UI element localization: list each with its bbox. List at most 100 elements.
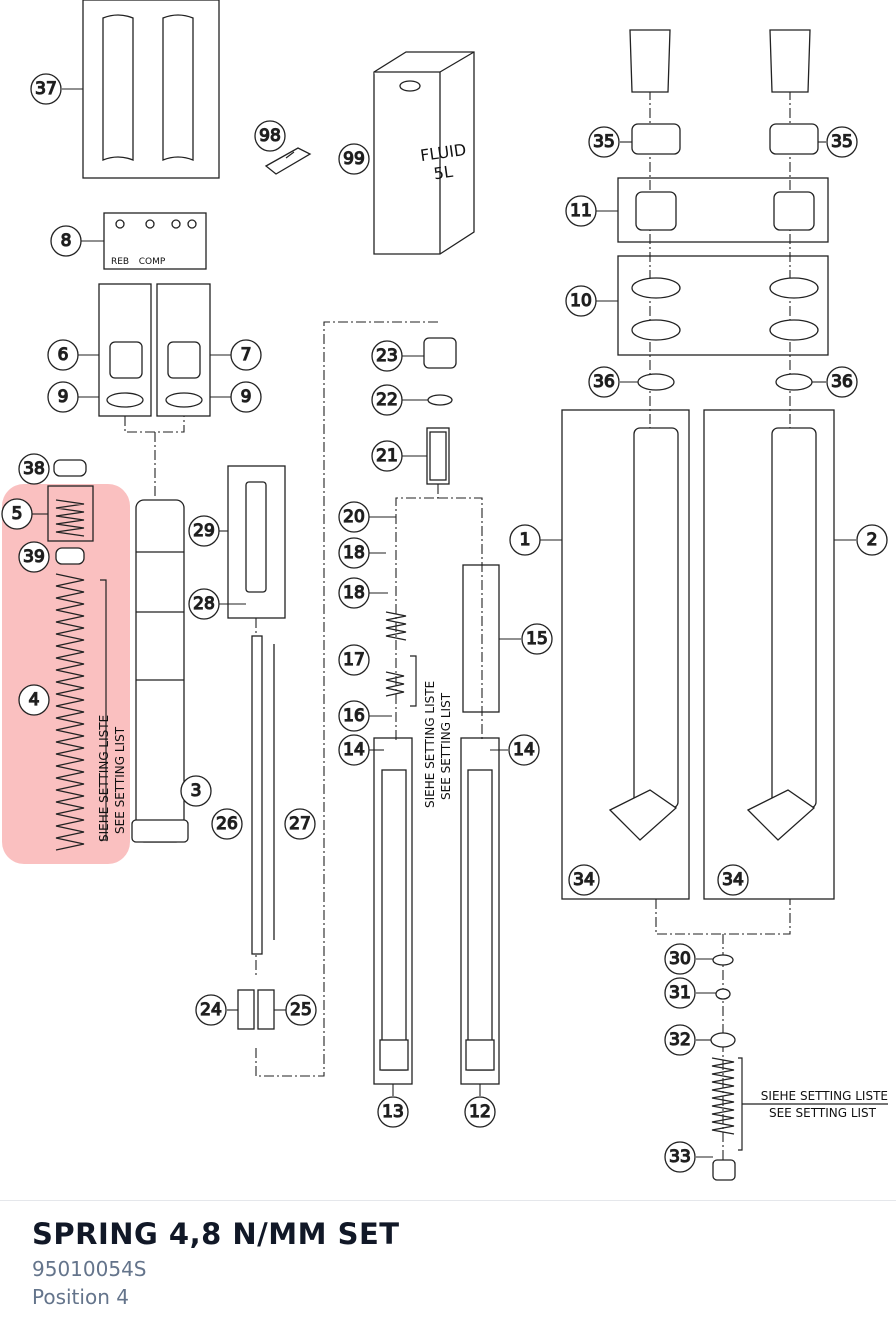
svg-text:35: 35 bbox=[831, 132, 853, 152]
svg-text:3: 3 bbox=[191, 781, 202, 801]
svg-text:11: 11 bbox=[570, 201, 592, 221]
svg-text:34: 34 bbox=[573, 870, 595, 890]
setting-list-de-left: SIEHE SETTING LISTE bbox=[97, 715, 111, 842]
svg-text:31: 31 bbox=[669, 983, 691, 1003]
callout-18-upper[interactable]: 18 bbox=[338, 537, 370, 569]
callout-28[interactable]: 28 bbox=[188, 588, 220, 620]
svg-text:18: 18 bbox=[343, 583, 365, 603]
callout-24[interactable]: 24 bbox=[195, 994, 227, 1026]
callout-37[interactable]: 37 bbox=[30, 73, 62, 105]
svg-text:38: 38 bbox=[23, 459, 45, 479]
callout-23[interactable]: 23 bbox=[371, 340, 403, 372]
callout-17[interactable]: 17 bbox=[338, 644, 370, 676]
svg-text:8: 8 bbox=[61, 231, 72, 251]
svg-text:33: 33 bbox=[669, 1147, 691, 1167]
callout-4[interactable]: 4 bbox=[18, 684, 50, 716]
svg-text:36: 36 bbox=[593, 372, 615, 392]
svg-text:2: 2 bbox=[867, 530, 878, 550]
svg-text:37: 37 bbox=[35, 79, 57, 99]
callout-34-left[interactable]: 34 bbox=[568, 864, 600, 896]
callout-16[interactable]: 16 bbox=[338, 700, 370, 732]
callout-36-left[interactable]: 36 bbox=[588, 366, 620, 398]
svg-text:5: 5 bbox=[12, 504, 23, 524]
callout-11[interactable]: 11 bbox=[565, 195, 597, 227]
svg-text:7: 7 bbox=[241, 345, 252, 365]
setting-list-de-middle: SIEHE SETTING LISTE bbox=[423, 681, 437, 808]
svg-text:6: 6 bbox=[58, 345, 69, 365]
callout-15[interactable]: 15 bbox=[521, 623, 553, 655]
svg-text:14: 14 bbox=[513, 740, 535, 760]
callout-99[interactable]: 99 bbox=[338, 143, 370, 175]
callout-3[interactable]: 3 bbox=[180, 775, 212, 807]
svg-text:30: 30 bbox=[669, 949, 691, 969]
svg-text:99: 99 bbox=[343, 149, 365, 169]
svg-text:25: 25 bbox=[290, 1000, 312, 1020]
svg-text:34: 34 bbox=[722, 870, 744, 890]
setting-list-de-right: SIEHE SETTING LISTE bbox=[761, 1089, 888, 1103]
callout-1[interactable]: 1 bbox=[509, 524, 541, 556]
callout-27[interactable]: 27 bbox=[284, 808, 316, 840]
svg-text:13: 13 bbox=[382, 1102, 404, 1122]
callout-10[interactable]: 10 bbox=[565, 285, 597, 317]
callout-14-left[interactable]: 14 bbox=[338, 734, 370, 766]
callout-7[interactable]: 7 bbox=[230, 339, 262, 371]
callout-98[interactable]: 98 bbox=[254, 120, 286, 152]
callout-36-right[interactable]: 36 bbox=[826, 366, 858, 398]
svg-text:28: 28 bbox=[193, 594, 215, 614]
callout-33[interactable]: 33 bbox=[664, 1141, 696, 1173]
svg-text:35: 35 bbox=[593, 132, 615, 152]
svg-text:9: 9 bbox=[241, 387, 252, 407]
svg-text:12: 12 bbox=[469, 1102, 491, 1122]
callout-8[interactable]: 8 bbox=[50, 225, 82, 257]
callout-22[interactable]: 22 bbox=[371, 384, 403, 416]
callout-39[interactable]: 39 bbox=[18, 541, 50, 573]
fluid-volume-label: 5L bbox=[432, 162, 454, 183]
svg-text:32: 32 bbox=[669, 1030, 691, 1050]
callout-35-left[interactable]: 35 bbox=[588, 126, 620, 158]
callout-21[interactable]: 21 bbox=[371, 440, 403, 472]
callout-5[interactable]: 5 bbox=[1, 498, 33, 530]
callout-12[interactable]: 12 bbox=[464, 1096, 496, 1128]
callout-26[interactable]: 26 bbox=[211, 808, 243, 840]
svg-text:16: 16 bbox=[343, 706, 365, 726]
callout-29[interactable]: 29 bbox=[188, 515, 220, 547]
svg-text:20: 20 bbox=[343, 507, 365, 527]
svg-text:14: 14 bbox=[343, 740, 365, 760]
callout-25[interactable]: 25 bbox=[285, 994, 317, 1026]
svg-text:1: 1 bbox=[520, 530, 531, 550]
comp-label: COMP bbox=[139, 257, 166, 267]
callout-2[interactable]: 2 bbox=[856, 524, 888, 556]
callout-34-right[interactable]: 34 bbox=[717, 864, 749, 896]
svg-text:4: 4 bbox=[29, 690, 40, 710]
callout-14-right[interactable]: 14 bbox=[508, 734, 540, 766]
callout-35-right[interactable]: 35 bbox=[826, 126, 858, 158]
svg-text:39: 39 bbox=[23, 547, 45, 567]
svg-text:98: 98 bbox=[259, 126, 281, 146]
callout-18-lower[interactable]: 18 bbox=[338, 577, 370, 609]
svg-text:15: 15 bbox=[526, 629, 548, 649]
reb-label: REB bbox=[111, 257, 129, 267]
callout-9-right[interactable]: 9 bbox=[230, 381, 262, 413]
callout-20[interactable]: 20 bbox=[338, 501, 370, 533]
svg-text:27: 27 bbox=[289, 814, 311, 834]
selected-part-highlight bbox=[2, 484, 130, 864]
callout-9-left[interactable]: 9 bbox=[47, 381, 79, 413]
callout-38[interactable]: 38 bbox=[18, 453, 50, 485]
setting-list-en-left: SEE SETTING LIST bbox=[113, 726, 127, 834]
svg-text:23: 23 bbox=[376, 346, 398, 366]
svg-text:9: 9 bbox=[58, 387, 69, 407]
callout-6[interactable]: 6 bbox=[47, 339, 79, 371]
svg-text:29: 29 bbox=[193, 521, 215, 541]
part-position: Position 4 bbox=[32, 1285, 129, 1309]
exploded-fork-diagram: 37 98 99 8 6 7 9 9 38 5 39 4 3 29 28 26 … bbox=[1, 0, 888, 1181]
callout-30[interactable]: 30 bbox=[664, 943, 696, 975]
setting-list-en-right: SEE SETTING LIST bbox=[769, 1106, 877, 1120]
callout-32[interactable]: 32 bbox=[664, 1024, 696, 1056]
svg-text:18: 18 bbox=[343, 543, 365, 563]
callout-13[interactable]: 13 bbox=[377, 1096, 409, 1128]
svg-text:24: 24 bbox=[200, 1000, 222, 1020]
part-number: 95010054S bbox=[32, 1257, 147, 1281]
svg-text:17: 17 bbox=[343, 650, 365, 670]
svg-text:10: 10 bbox=[570, 291, 592, 311]
callout-31[interactable]: 31 bbox=[664, 977, 696, 1009]
